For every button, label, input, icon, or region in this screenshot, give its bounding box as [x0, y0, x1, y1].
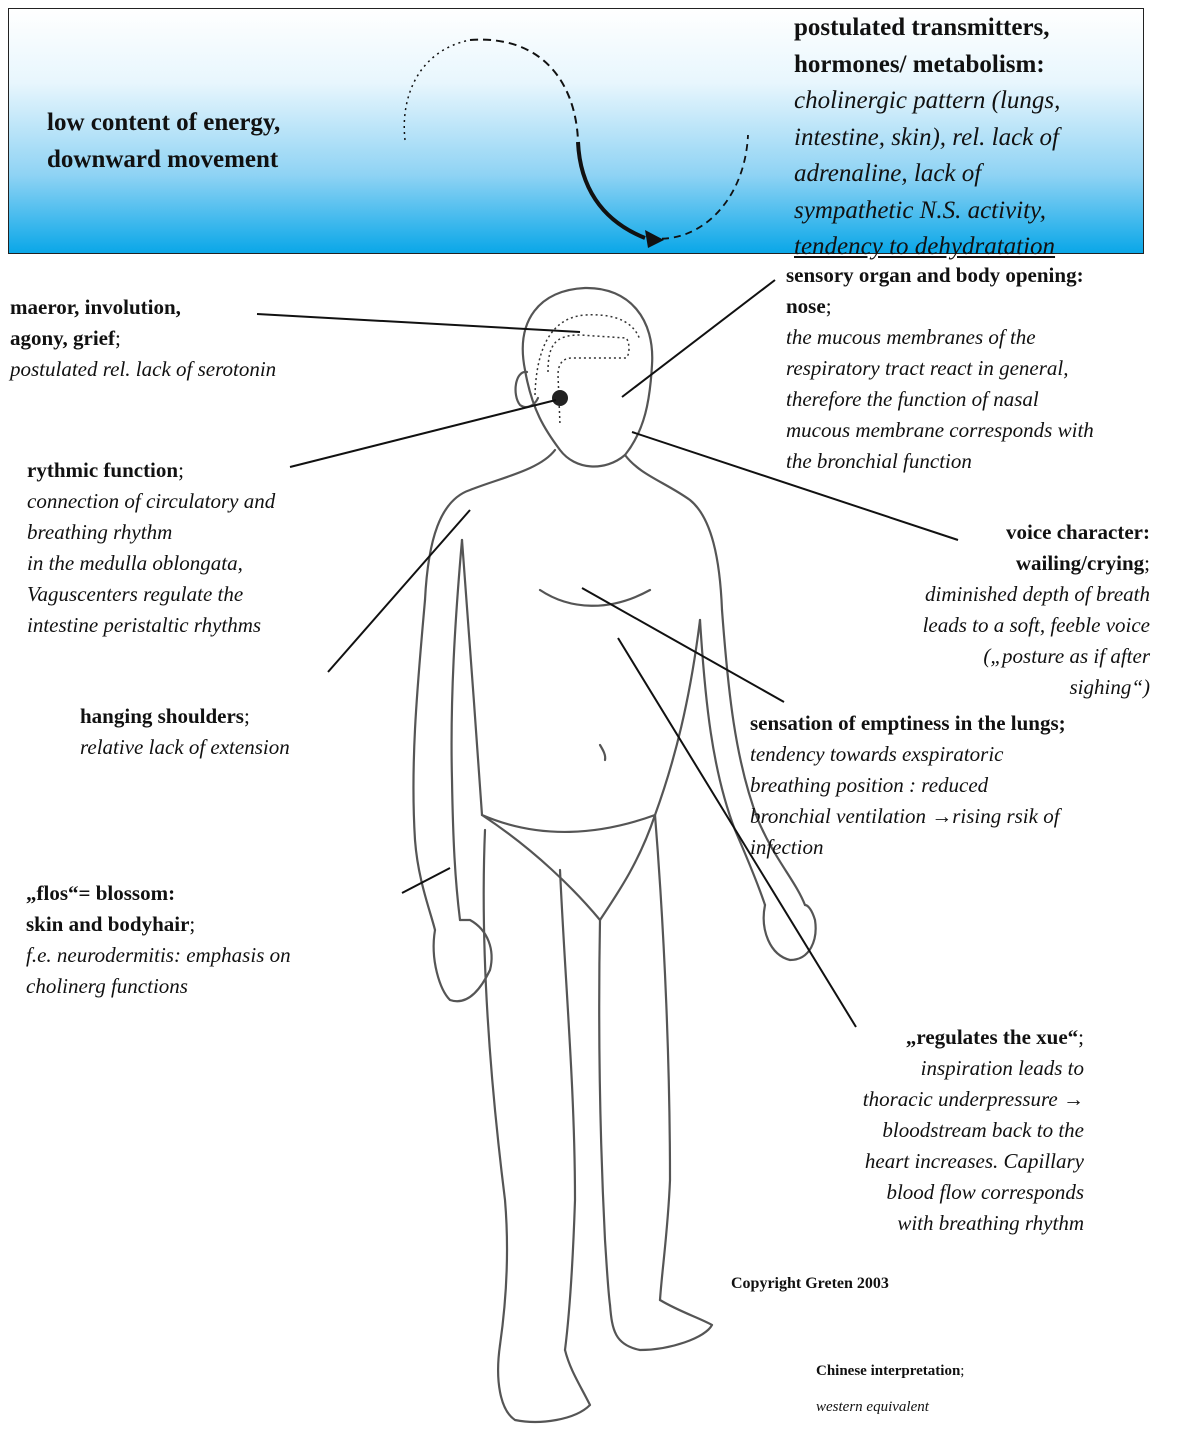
label-xue: „regulates the xue“; inspiration leads t… [863, 1022, 1084, 1239]
label-flos-text: f.e. neurodermitis: emphasis on [26, 940, 291, 971]
label-sensory-text: mucous membrane corresponds with [786, 415, 1094, 446]
label-maeror-text: postulated rel. lack of serotonin [10, 354, 276, 385]
leader-line-sensory [622, 280, 775, 397]
label-xue-text: bloodstream back to the [863, 1115, 1084, 1146]
label-voice-text: sighing“) [923, 672, 1150, 703]
label-sensory-text: respiratory tract react in general, [786, 353, 1094, 384]
label-flos-suffix: ; [189, 912, 195, 936]
label-shoulders-suffix: ; [244, 704, 250, 728]
ear-point-marker [552, 390, 568, 406]
label-shoulders-title: hanging shoulders [80, 704, 244, 728]
label-xue-text: with breathing rhythm [863, 1208, 1084, 1239]
label-xue-suffix: ; [1078, 1025, 1084, 1049]
leader-line-emptiness [582, 588, 784, 702]
label-sensory-title: sensory organ and body opening: [786, 260, 1094, 291]
label-voice-title: voice character: [923, 517, 1150, 548]
label-emptiness-text: breathing position : reduced [750, 770, 1066, 801]
label-rhythmic-text: Vaguscenters regulate the [27, 579, 275, 610]
energy-curve-icon [404, 40, 748, 248]
label-voice-text: leads to a soft, feeble voice [923, 610, 1150, 641]
label-sensory-title: nose [786, 294, 826, 318]
leader-line-shoulders [328, 510, 470, 672]
legend-chinese-text: Chinese interpretation [816, 1363, 960, 1379]
legend-western: western equivalent [816, 1400, 929, 1415]
label-rhythmic-text: breathing rhythm [27, 517, 275, 548]
label-xue-text: inspiration leads to [863, 1053, 1084, 1084]
label-voice-text: („posture as if after [923, 641, 1150, 672]
label-xue-text: blood flow corresponds [863, 1177, 1084, 1208]
leader-line-rhythmic [290, 400, 556, 467]
legend-chinese-suffix: ; [960, 1363, 964, 1379]
label-flos: „flos“= blossom: skin and bodyhair; f.e.… [26, 878, 291, 1002]
label-xue-title: „regulates the xue“ [906, 1025, 1078, 1049]
label-voice-suffix: ; [1144, 551, 1150, 575]
label-voice-text: diminished depth of breath [923, 579, 1150, 610]
label-shoulders: hanging shoulders; relative lack of exte… [80, 701, 290, 763]
label-voice: voice character: wailing/crying; diminis… [923, 517, 1150, 703]
legend-chinese: Chinese interpretation; [816, 1364, 964, 1379]
label-emptiness-text: bronchial ventilation →rising rsik of [750, 801, 1066, 832]
label-rhythmic-title: rythmic function [27, 458, 178, 482]
label-voice-title: wailing/crying [1016, 551, 1144, 575]
label-flos-title: skin and bodyhair [26, 912, 189, 936]
label-emptiness-title: sensation of emptiness in the lungs; [750, 708, 1066, 739]
label-rhythmic-text: connection of circulatory and [27, 486, 275, 517]
label-sensory: sensory organ and body opening: nose; th… [786, 260, 1094, 477]
label-emptiness: sensation of emptiness in the lungs; ten… [750, 708, 1066, 863]
label-sensory-text: the bronchial function [786, 446, 1094, 477]
label-sensory-text: the mucous membranes of the [786, 322, 1094, 353]
label-flos-title: „flos“= blossom: [26, 878, 291, 909]
label-rhythmic-text: in the medulla oblongata, [27, 548, 275, 579]
label-xue-text: thoracic underpressure → [863, 1084, 1084, 1115]
label-emptiness-text: infection [750, 832, 1066, 863]
label-rhythmic-suffix: ; [178, 458, 184, 482]
label-maeror-title: agony, grief [10, 326, 115, 350]
label-emptiness-text: tendency towards exspiratoric [750, 739, 1066, 770]
label-sensory-text: therefore the function of nasal [786, 384, 1094, 415]
label-maeror-title: maeror, involution, [10, 292, 276, 323]
label-flos-text: cholinerg functions [26, 971, 291, 1002]
label-shoulders-text: relative lack of extension [80, 732, 290, 763]
label-xue-text: heart increases. Capillary [863, 1146, 1084, 1177]
label-sensory-suffix: ; [826, 294, 832, 318]
label-rhythmic: rythmic function; connection of circulat… [27, 455, 275, 641]
label-rhythmic-text: intestine peristaltic rhythms [27, 610, 275, 641]
leader-line-flos [402, 868, 450, 893]
label-maeror-suffix: ; [115, 326, 121, 350]
copyright-notice: Copyright Greten 2003 [731, 1276, 889, 1292]
label-maeror: maeror, involution, agony, grief; postul… [10, 292, 276, 385]
